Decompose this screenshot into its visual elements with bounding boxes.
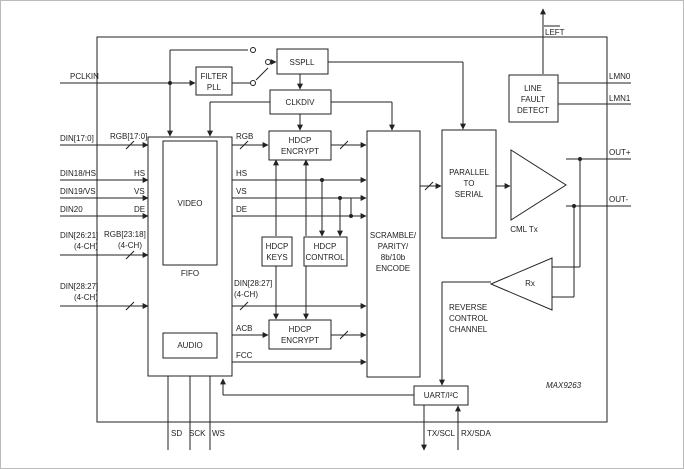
line-fault-line-1: LINE [524, 84, 542, 93]
hdcp-control-line-2: CONTROL [305, 253, 345, 262]
hs-in-label: HS [134, 169, 145, 178]
pclkin-label: PCLKIN [70, 72, 99, 81]
video-label: VIDEO [178, 199, 203, 208]
de-out-label: DE [236, 205, 247, 214]
hdcp-keys-line-1: HDCP [266, 242, 289, 251]
din-26-21-label: DIN[26:21] [60, 231, 98, 240]
lmn0-label: LMN0 [609, 72, 631, 81]
acb-label: ACB [236, 324, 252, 333]
parallel-to-serial-block: PARALLEL TO SERIAL [441, 129, 497, 239]
vs-in-label: VS [134, 187, 145, 196]
scramble-line-3: 8b/10b [381, 253, 406, 262]
hdcp-keys-block: HDCP KEYS [261, 236, 293, 267]
input-labels: PCLKIN DIN[17:0] DIN18/HS DIN19/VS DIN20… [60, 72, 99, 302]
audio-label: AUDIO [177, 341, 202, 350]
rgb-23-18-label: RGB[23:18] [104, 230, 146, 239]
fifo-label: FIFO [181, 269, 199, 278]
din-28-27-int-sub: (4-CH) [234, 290, 258, 299]
din-28-27-sub: (4-CH) [74, 293, 98, 302]
parallel-to-serial-line-1: PARALLEL [449, 168, 489, 177]
chip-boundary [96, 36, 608, 423]
din-17-0-label: DIN[17:0] [60, 134, 94, 143]
junction-dots [168, 81, 582, 218]
chip-name: MAX9263 [546, 381, 582, 390]
scramble-line-2: PARITY/ [378, 242, 409, 251]
output-labels: LEFT LMN0 LMN1 OUT+ OUT- TX/SCL RX/SDA S… [171, 25, 631, 438]
rx-sda-label: RX/SDA [461, 429, 491, 438]
line-fault-line-3: DETECT [517, 106, 549, 115]
video-block: VIDEO [162, 140, 218, 266]
din19-vs-label: DIN19/VS [60, 187, 96, 196]
rgb-23-18-sub: (4-CH) [118, 241, 142, 250]
parallel-to-serial-line-2: TO [464, 179, 475, 188]
scramble-line-1: SCRAMBLE/ [370, 231, 417, 240]
hdcp-encrypt-bottom-line-2: ENCRYPT [281, 336, 319, 345]
din-26-21-sub: (4-CH) [74, 242, 98, 251]
clock-switch [250, 47, 271, 86]
filter-pll-block: FILTER PLL [195, 66, 233, 96]
hdcp-encrypt-top-block: HDCP ENCRYPT [268, 130, 332, 161]
rx-buffer: Rx [489, 257, 553, 311]
scramble-line-4: ENCODE [376, 264, 410, 273]
vs-out-label: VS [236, 187, 247, 196]
wires [60, 8, 631, 451]
tx-scl-label: TX/SCL [427, 429, 456, 438]
parallel-to-serial-line-3: SERIAL [455, 190, 484, 199]
reverse-control-channel-label: REVERSE CONTROL CHANNEL [449, 303, 489, 334]
de-in-label: DE [134, 205, 145, 214]
hdcp-encrypt-top-line-2: ENCRYPT [281, 147, 319, 156]
filter-pll-line-1: FILTER [201, 72, 228, 81]
hs-out-label: HS [236, 169, 247, 178]
filter-pll-line-2: PLL [207, 83, 222, 92]
reverse-channel-line-3: CHANNEL [449, 325, 488, 334]
uart-label: UART/I²C [424, 391, 459, 400]
hdcp-control-block: HDCP CONTROL [303, 236, 348, 267]
hdcp-encrypt-bottom-line-1: HDCP [289, 325, 312, 334]
sspll-label: SSPLL [290, 58, 315, 67]
fcc-label: FCC [236, 351, 253, 360]
sck-label: SCK [189, 429, 206, 438]
ws-label: WS [212, 429, 225, 438]
bus-labels: RGB[17:0] HS VS DE RGB[23:18] (4-CH) RGB… [104, 132, 272, 360]
din18-hs-label: DIN18/HS [60, 169, 96, 178]
hdcp-control-line-1: HDCP [314, 242, 337, 251]
out-plus-label: OUT+ [609, 148, 631, 157]
scramble-encode-block: SCRAMBLE/ PARITY/ 8b/10b ENCODE [366, 130, 421, 378]
rgb-17-0-label: RGB[17:0] [110, 132, 147, 141]
out-minus-label: OUT- [609, 195, 628, 204]
hdcp-encrypt-bottom-block: HDCP ENCRYPT [268, 319, 332, 350]
line-fault-detect-block: LINE FAULT DETECT [508, 74, 559, 123]
hdcp-keys-line-2: KEYS [266, 253, 287, 262]
clkdiv-label: CLKDIV [286, 98, 316, 107]
reverse-channel-line-2: CONTROL [449, 314, 489, 323]
line-fault-line-2: FAULT [521, 95, 545, 104]
reverse-channel-line-1: REVERSE [449, 303, 487, 312]
din-28-27-int-label: DIN[28:27] [234, 279, 272, 288]
lmn1-label: LMN1 [609, 94, 631, 103]
hdcp-encrypt-top-line-1: HDCP [289, 136, 312, 145]
din-28-27-label: DIN[28:27] [60, 282, 98, 291]
rx-label: Rx [525, 279, 535, 288]
sd-label: SD [171, 429, 182, 438]
cml-tx-buffer: CML Tx [510, 149, 567, 234]
audio-block: AUDIO [162, 332, 218, 359]
left-label: LEFT [545, 28, 565, 37]
din20-label: DIN20 [60, 205, 83, 214]
uart-i2c-block: UART/I²C [413, 385, 469, 406]
clkdiv-block: CLKDIV [269, 89, 332, 115]
rgb-out-label: RGB [236, 132, 253, 141]
sspll-block: SSPLL [276, 48, 329, 75]
cml-tx-label: CML Tx [510, 225, 538, 234]
